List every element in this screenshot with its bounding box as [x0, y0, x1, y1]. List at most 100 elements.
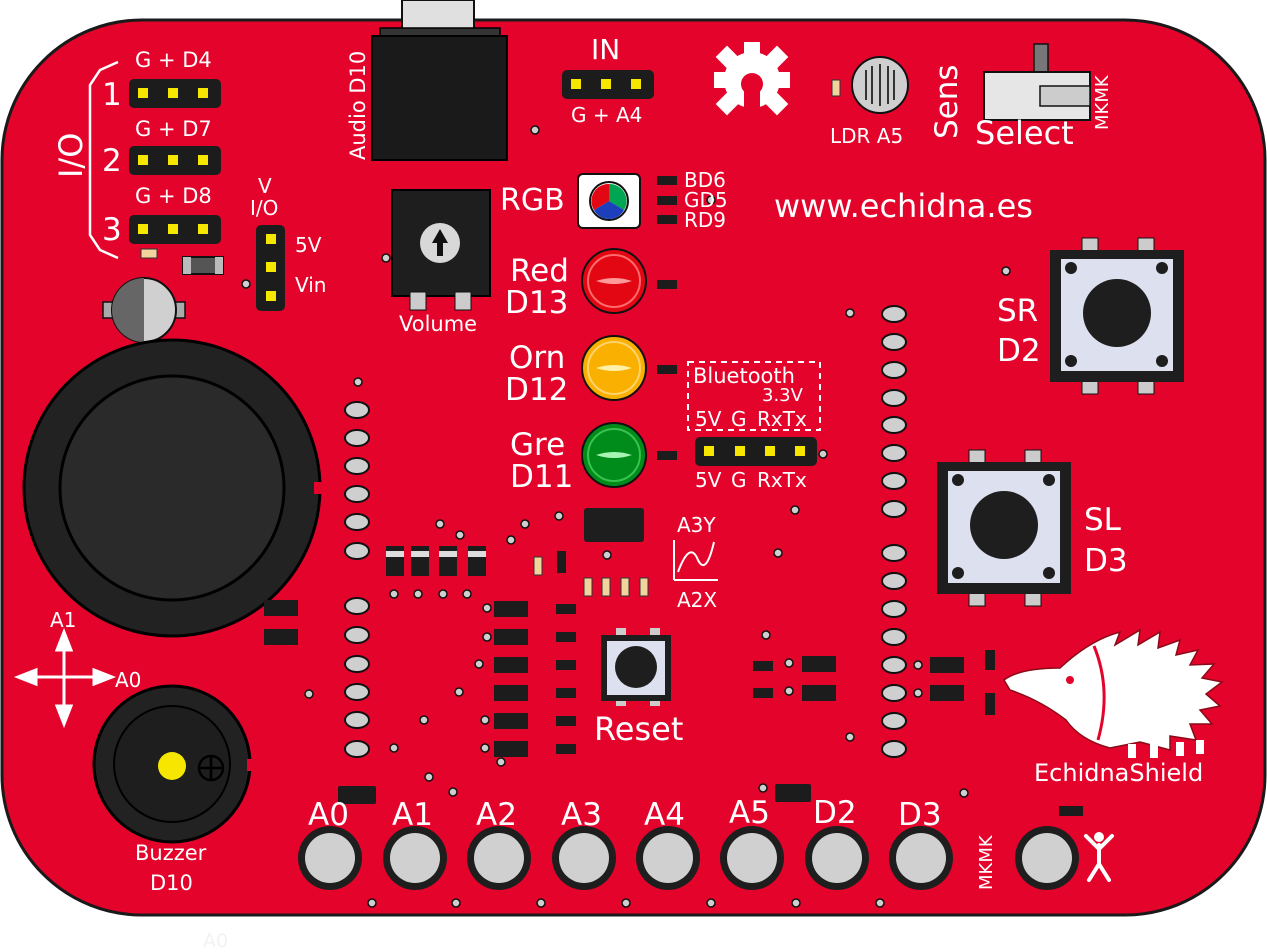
bluetooth-voltage: 3.3V [762, 385, 803, 406]
header-holes-left [344, 401, 370, 758]
pad-d2-label: D2 [813, 795, 857, 831]
smd-resistor [140, 248, 158, 259]
green-led [581, 422, 677, 488]
brand-name: EchidnaShield [1034, 759, 1204, 787]
in-header[interactable] [562, 70, 654, 99]
io-row-2-label: G + D7 [135, 117, 212, 141]
pad-a1[interactable] [383, 826, 447, 890]
pad-a3[interactable] [552, 826, 616, 890]
pad-a1-label: A1 [392, 797, 433, 833]
rgb-pin-r: RD9 [684, 208, 727, 232]
joystick-y-label: A1 [50, 608, 77, 632]
red-led [581, 248, 677, 314]
vio-title-v: V [258, 174, 272, 198]
pad-a5[interactable] [720, 826, 784, 890]
smd-part [557, 551, 566, 573]
vio-5v-label: 5V [295, 233, 322, 257]
sens-title: Sens [929, 64, 965, 139]
sens-select-label: Select [975, 114, 1074, 152]
diode-array [386, 546, 486, 576]
smd-resistor-array [533, 556, 649, 597]
pad-ground[interactable] [1015, 826, 1079, 890]
red-led-name: Red [510, 253, 569, 289]
io-row-3-label: G + D8 [135, 184, 212, 208]
vio-jumper[interactable] [256, 225, 285, 311]
orange-led-name: Orn [509, 340, 566, 376]
sens-select-switch[interactable] [983, 43, 1091, 121]
pad-d2[interactable] [805, 826, 869, 890]
smd-part-bottom-right [775, 784, 811, 802]
echidna-logo-icon [1003, 628, 1224, 758]
accel-y-label: A3Y [677, 513, 716, 537]
website-url: www.echidna.es [774, 187, 1033, 225]
io-row-2-num: 2 [102, 143, 122, 179]
ldr-label: LDR A5 [830, 124, 904, 148]
green-led-name: Gre [510, 427, 566, 463]
volume-label: Volume [399, 312, 478, 336]
accel-x-label: A2X [677, 588, 718, 612]
io-header-3[interactable] [129, 215, 221, 244]
reset-label: Reset [594, 710, 684, 748]
pad-a0[interactable] [298, 826, 362, 890]
accelerometer-chip [584, 508, 644, 542]
rgb-led [577, 173, 677, 229]
pad-mkmk: MKMK [976, 835, 997, 890]
pad-a2-label: A2 [476, 797, 517, 833]
person-icon [1084, 832, 1114, 882]
bluetooth-pin-rxtx-bottom: RxTx [757, 468, 807, 492]
io-row-1-num: 1 [102, 77, 122, 113]
io-row-3-num: 3 [102, 212, 122, 248]
volume-knob[interactable] [391, 189, 491, 311]
in-title: IN [591, 33, 621, 66]
bluetooth-header[interactable] [695, 437, 817, 466]
green-led-pin: D11 [510, 459, 574, 495]
pad-a0-label: A0 [308, 797, 349, 833]
rgb-pin-g: GD5 [684, 188, 728, 212]
pad-a2[interactable] [467, 826, 531, 890]
buzzer-pin: D10 [150, 871, 193, 895]
bluetooth-pin-g-top: G [731, 407, 747, 431]
sens-mkmk: MKMK [1092, 75, 1113, 130]
sr-button[interactable] [1050, 237, 1184, 395]
sl-button-pin: D3 [1084, 543, 1128, 579]
orange-led-pin: D12 [505, 372, 569, 408]
bluetooth-pin-g-bottom: G [731, 468, 747, 492]
audio-label: Audio D10 [346, 50, 370, 160]
orange-led [581, 335, 677, 401]
vio-title-io: I/O [250, 196, 279, 220]
pad-a5-label: A5 [729, 795, 770, 831]
bluetooth-pin-5v-bottom: 5V [695, 468, 722, 492]
vias [241, 125, 1011, 908]
ldr-sensor [831, 56, 909, 114]
smd-part-bottom-far-right [1059, 806, 1083, 816]
bluetooth-title: Bluetooth [693, 364, 795, 388]
sl-button[interactable] [937, 449, 1071, 607]
smd-diode-left [264, 600, 298, 645]
electrolytic-capacitor [102, 277, 186, 343]
pad-d3[interactable] [889, 826, 953, 890]
joystick-x-label: A0 [115, 668, 142, 692]
joystick-axes-icon [13, 627, 117, 729]
axis-graph-icon [673, 540, 718, 581]
bluetooth-box [687, 361, 821, 431]
stray-label: A0 [203, 930, 229, 952]
pad-d3-label: D3 [898, 797, 942, 833]
red-led-pin: D13 [505, 285, 569, 321]
io-header-2[interactable] [129, 146, 221, 175]
rgb-pin-b: BD6 [684, 168, 726, 192]
smd-diode-right [753, 650, 995, 715]
pad-a4[interactable] [636, 826, 700, 890]
io-header-1[interactable] [129, 79, 221, 108]
bluetooth-pin-rxtx-top: RxTx [757, 407, 807, 431]
open-hardware-gear-icon [714, 42, 790, 120]
vio-vin-label: Vin [295, 273, 327, 297]
sl-button-name: SL [1084, 502, 1121, 538]
sr-button-pin: D2 [997, 333, 1041, 369]
joystick[interactable] [22, 338, 322, 638]
audio-jack[interactable] [371, 0, 508, 161]
rgb-title: RGB [500, 183, 565, 218]
reset-button[interactable] [601, 628, 671, 706]
sr-button-name: SR [997, 293, 1039, 329]
io-bracket [88, 60, 119, 260]
